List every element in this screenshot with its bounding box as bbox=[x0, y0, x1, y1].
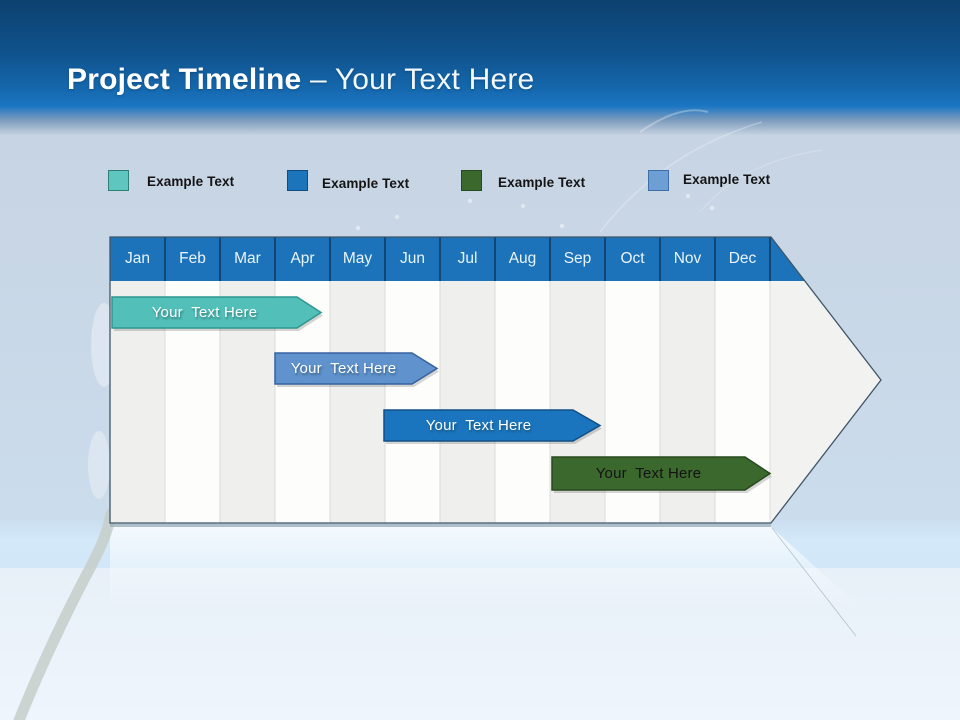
task-bar-2[interactable] bbox=[274, 352, 439, 385]
month-header-band bbox=[110, 237, 805, 281]
month-cell-oct[interactable]: Oct bbox=[620, 250, 645, 267]
column-stripe-may bbox=[330, 281, 385, 523]
legend-label-4[interactable]: Example Text bbox=[683, 172, 771, 187]
legend-label-2[interactable]: Example Text bbox=[322, 176, 410, 191]
column-stripe-aug bbox=[495, 281, 550, 523]
month-cell-nov[interactable]: Nov bbox=[673, 250, 702, 267]
month-cell-dec[interactable]: Dec bbox=[728, 250, 757, 267]
task-bar-label-3[interactable]: Your Text Here bbox=[425, 417, 532, 434]
month-cell-jun[interactable]: Jun bbox=[400, 250, 425, 267]
month-cell-jul[interactable]: Jul bbox=[457, 250, 478, 267]
dandelion-fluff bbox=[88, 431, 110, 499]
dandelion-seed bbox=[520, 203, 526, 209]
dandelion-seed bbox=[709, 205, 715, 211]
table-shadow bbox=[110, 523, 771, 527]
month-cell-may[interactable]: May bbox=[342, 250, 373, 267]
legend-swatch-2[interactable] bbox=[287, 170, 308, 191]
header-gradient-band bbox=[0, 0, 960, 135]
month-cell-mar[interactable]: Mar bbox=[234, 250, 261, 267]
legend-label-1[interactable]: Example Text bbox=[147, 174, 235, 189]
month-cell-sep[interactable]: Sep bbox=[563, 250, 592, 267]
dandelion-wisp bbox=[699, 149, 823, 213]
dandelion-seed bbox=[355, 225, 361, 231]
task-bar-label-4[interactable]: Your Text Here bbox=[595, 465, 702, 482]
month-cell-feb[interactable]: Feb bbox=[179, 250, 206, 267]
dandelion-seed bbox=[394, 214, 400, 220]
dandelion-seed bbox=[467, 198, 473, 204]
task-bar-3[interactable] bbox=[383, 409, 602, 442]
dandelion-seed bbox=[559, 223, 565, 229]
reflection-edge bbox=[771, 527, 857, 637]
page-title[interactable]: Project Timeline – Your Text Here bbox=[67, 60, 534, 100]
column-stripe-jul bbox=[440, 281, 495, 523]
timeline-arrow-outline bbox=[109, 236, 882, 524]
legend-swatch-1[interactable] bbox=[108, 170, 129, 191]
month-cell-jan[interactable]: Jan bbox=[125, 250, 150, 267]
task-bar-4[interactable] bbox=[551, 456, 772, 491]
title-subtext: – Your Text Here bbox=[309, 63, 535, 96]
column-stripe-jun bbox=[385, 281, 440, 523]
dandelion-wisp bbox=[599, 121, 763, 233]
task-bar-1[interactable] bbox=[111, 296, 323, 329]
dandelion-wisp bbox=[639, 109, 709, 133]
dandelion-stem bbox=[13, 508, 117, 720]
month-cell-apr[interactable]: Apr bbox=[290, 250, 315, 267]
title-bold-text: Project Timeline bbox=[67, 63, 310, 96]
table-reflection bbox=[110, 527, 882, 627]
dandelion-seed bbox=[685, 193, 691, 199]
legend-swatch-3[interactable] bbox=[461, 170, 482, 191]
task-bar-label-1[interactable]: Your Text Here bbox=[151, 304, 258, 321]
task-bar-label-2[interactable]: Your Text Here bbox=[290, 360, 397, 377]
legend-label-3[interactable]: Example Text bbox=[498, 175, 586, 190]
legend-swatch-4[interactable] bbox=[648, 170, 669, 191]
month-cell-aug[interactable]: Aug bbox=[508, 250, 537, 267]
